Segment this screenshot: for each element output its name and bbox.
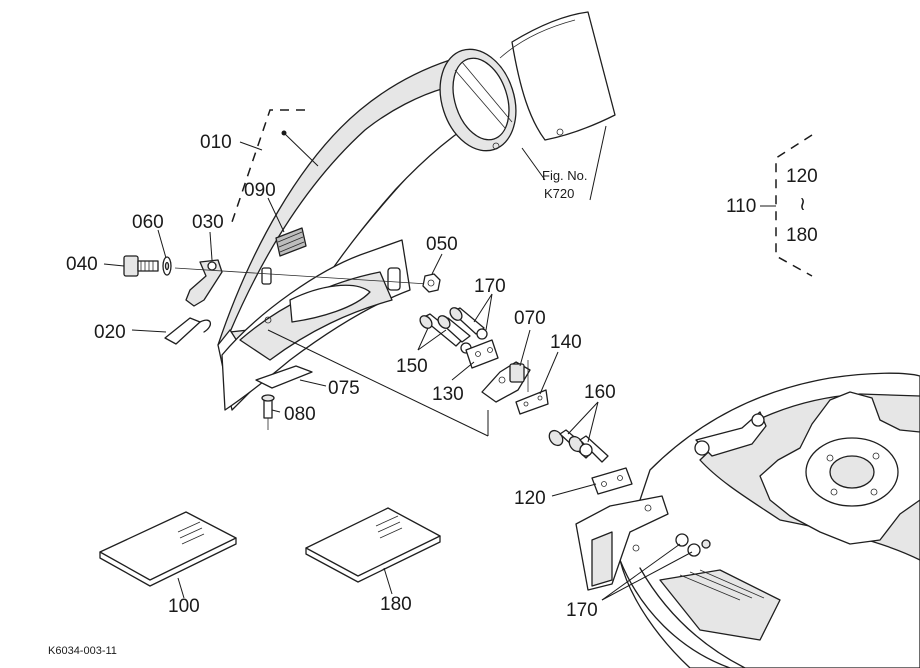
callout-130: 130 — [432, 384, 464, 405]
spring-clamp-070 — [481, 360, 531, 403]
callout-050: 050 — [426, 234, 458, 255]
leader-lines — [103, 125, 776, 601]
callout-040: 040 — [66, 254, 98, 275]
manual-100 — [99, 511, 237, 587]
group-bracket-110 — [775, 134, 813, 277]
bolts-150 — [419, 307, 488, 354]
callout-060: 060 — [132, 212, 164, 233]
callout-020: 020 — [94, 322, 126, 343]
callout-030: 030 — [192, 212, 224, 233]
callout-100: 100 — [168, 596, 200, 617]
callout-160: 160 — [584, 382, 616, 403]
callout-110: 110 — [726, 196, 756, 217]
callout-140: 140 — [550, 332, 582, 353]
callout-170-upper: 170 — [474, 276, 506, 297]
bolt-040 — [123, 255, 159, 277]
set-range-to: 180 — [786, 225, 818, 246]
figure-ref-label: Fig. No. — [542, 168, 588, 183]
washer-060 — [162, 256, 172, 276]
manual-180 — [305, 507, 441, 583]
set-range-from: 120 — [786, 166, 818, 187]
bolts-160 — [548, 429, 609, 463]
callout-180: 180 — [380, 594, 412, 615]
callout-120: 120 — [514, 488, 546, 509]
callout-170-lower: 170 — [566, 600, 598, 621]
group-bracket-010 — [231, 109, 305, 223]
lever-030 — [185, 259, 223, 307]
figure-ref-number: K720 — [544, 186, 574, 201]
deflector-plate — [221, 239, 411, 411]
callout-150: 150 — [396, 356, 428, 377]
set-range-symbol: ≀ — [799, 194, 806, 215]
callout-075: 075 — [328, 378, 360, 399]
plate-075 — [255, 365, 313, 389]
bracket-130 — [465, 339, 499, 369]
mower-deck — [575, 372, 920, 668]
callout-080: 080 — [284, 404, 316, 425]
plate-140 — [515, 389, 549, 415]
nut-050 — [422, 273, 441, 293]
diagram-code: K6034-003-11 — [48, 645, 117, 657]
callout-070: 070 — [514, 308, 546, 329]
callout-090: 090 — [244, 180, 276, 201]
callout-010: 010 — [200, 132, 232, 153]
lock-pin-020 — [164, 317, 211, 345]
decal-label — [275, 227, 307, 257]
rivet-080 — [261, 394, 275, 430]
plate-120 — [591, 467, 633, 495]
